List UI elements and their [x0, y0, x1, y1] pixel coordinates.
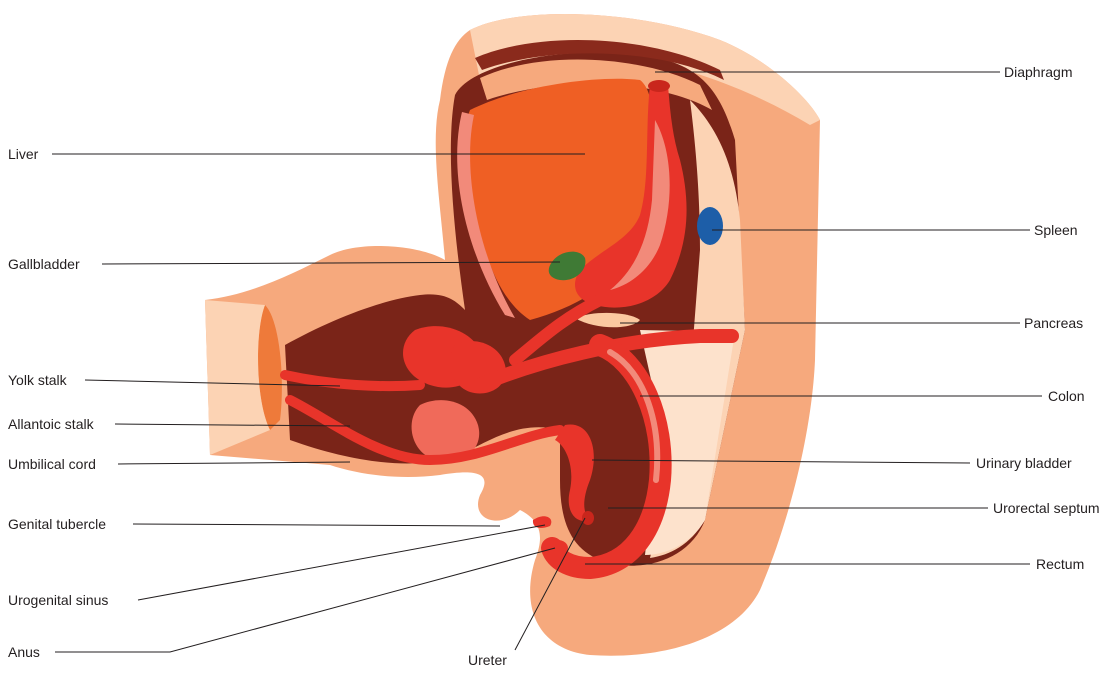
- rectum-end: [548, 540, 568, 556]
- label-spleen: Spleen: [1034, 222, 1078, 238]
- label-colon: Colon: [1048, 388, 1085, 404]
- label-yolk-stalk: Yolk stalk: [8, 372, 68, 388]
- label-urogenital-sinus: Urogenital sinus: [8, 592, 108, 608]
- label-rectum: Rectum: [1036, 556, 1084, 572]
- label-ureter: Ureter: [468, 652, 507, 668]
- spleen: [697, 207, 723, 245]
- label-umbilical-cord: Umbilical cord: [8, 456, 96, 472]
- leader-anus: [55, 548, 555, 652]
- cloacal-opening: [582, 511, 594, 525]
- leader-genital-tubercle: [133, 524, 500, 526]
- label-diaphragm: Diaphragm: [1004, 64, 1072, 80]
- label-urinary-bladder: Urinary bladder: [976, 455, 1072, 471]
- label-allantoic-stalk: Allantoic stalk: [8, 416, 95, 432]
- label-anus: Anus: [8, 644, 40, 660]
- esophagus-top: [648, 80, 670, 92]
- label-urorectal-septum: Urorectal septum: [993, 500, 1100, 516]
- label-pancreas: Pancreas: [1024, 315, 1083, 331]
- label-liver: Liver: [8, 146, 39, 162]
- leader-urogenital-sinus: [138, 525, 545, 600]
- label-genital-tubercle: Genital tubercle: [8, 516, 106, 532]
- label-gallbladder: Gallbladder: [8, 256, 80, 272]
